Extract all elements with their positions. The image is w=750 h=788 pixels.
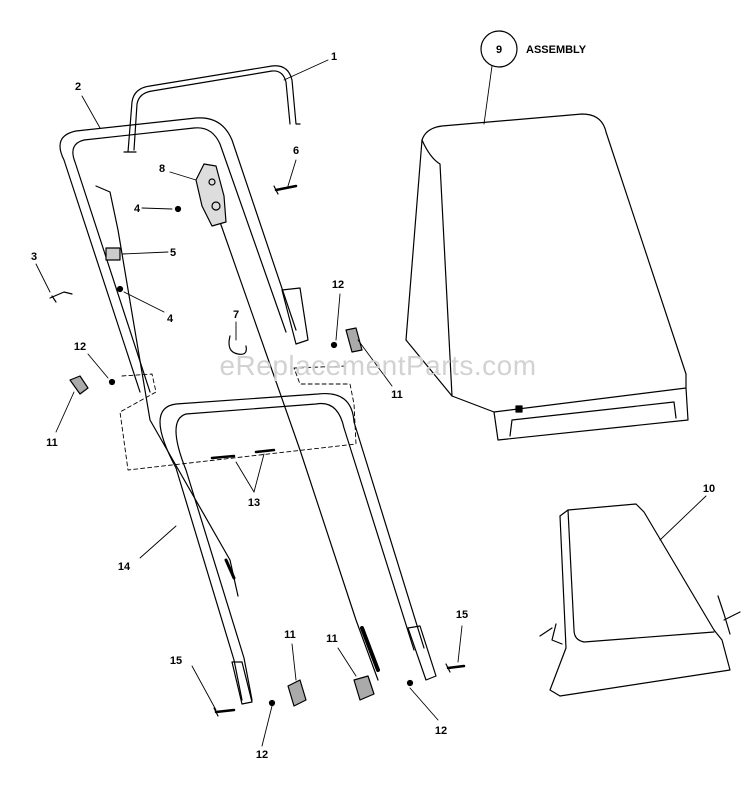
callout-7: 7 — [233, 309, 239, 321]
part-4-nut-upper — [174, 205, 182, 213]
assembly-number-circle — [480, 30, 518, 68]
part-2-upper-handle — [59, 117, 309, 393]
part-15-bolt-left — [213, 707, 236, 717]
callout-4-lower: 4 — [167, 313, 174, 325]
part-3-bolt — [49, 291, 73, 303]
callout-12-left: 12 — [74, 341, 86, 353]
part-7-hook — [228, 335, 247, 355]
callout-13: 13 — [248, 497, 260, 509]
callout-11-left: 11 — [46, 437, 58, 449]
part-6-pin — [273, 184, 298, 195]
control-rod — [95, 185, 239, 597]
part-4-nut-lower — [116, 285, 124, 293]
part-12-washer-d — [406, 679, 414, 687]
callout-3: 3 — [31, 251, 37, 263]
callout-15-right: 15 — [456, 609, 468, 621]
part-8-control-housing — [195, 163, 227, 227]
drive-cable — [219, 221, 380, 681]
part-14-lower-handle — [159, 392, 437, 705]
part-1-control-bail — [123, 65, 301, 153]
part-11-knob-c — [287, 679, 307, 707]
callout-15-left: 15 — [170, 655, 182, 667]
callout-11-bottom-right: 11 — [326, 633, 338, 645]
part-11-knob-a — [69, 375, 89, 395]
callout-11-bottom-left: 11 — [284, 629, 296, 641]
watermark-text: eReplacementParts.com — [219, 350, 536, 381]
dashed-alignment-box — [119, 365, 357, 471]
part-10-bag-frame — [539, 503, 741, 697]
part-13-bolts — [210, 448, 276, 460]
callout-11-right: 11 — [391, 389, 403, 401]
part-15-bolt-right — [445, 663, 466, 673]
callout-8: 8 — [159, 163, 165, 175]
assembly-label: ASSEMBLY — [526, 44, 587, 56]
part-12-washer-b — [330, 341, 338, 349]
callout-14: 14 — [118, 561, 131, 573]
callout-2: 2 — [75, 81, 81, 93]
callout-1: 1 — [331, 51, 337, 63]
callout-4-upper: 4 — [134, 203, 141, 215]
part-11-knob-b — [345, 327, 363, 353]
part-9-grass-bag — [405, 113, 689, 441]
callout-6: 6 — [293, 145, 299, 157]
part-5-clip — [105, 247, 121, 261]
leader-lines — [35, 59, 707, 747]
assembly-number: 9 — [496, 44, 502, 56]
part-12-washer-c — [268, 699, 276, 707]
part-12-washer-a — [108, 378, 116, 386]
part-11-knob-d — [353, 675, 375, 701]
callout-12-bottom-left: 12 — [256, 749, 268, 761]
callout-12-right: 12 — [332, 279, 344, 291]
callout-12-bottom-right: 12 — [435, 725, 447, 737]
callout-5: 5 — [170, 247, 176, 259]
callout-10: 10 — [703, 483, 715, 495]
